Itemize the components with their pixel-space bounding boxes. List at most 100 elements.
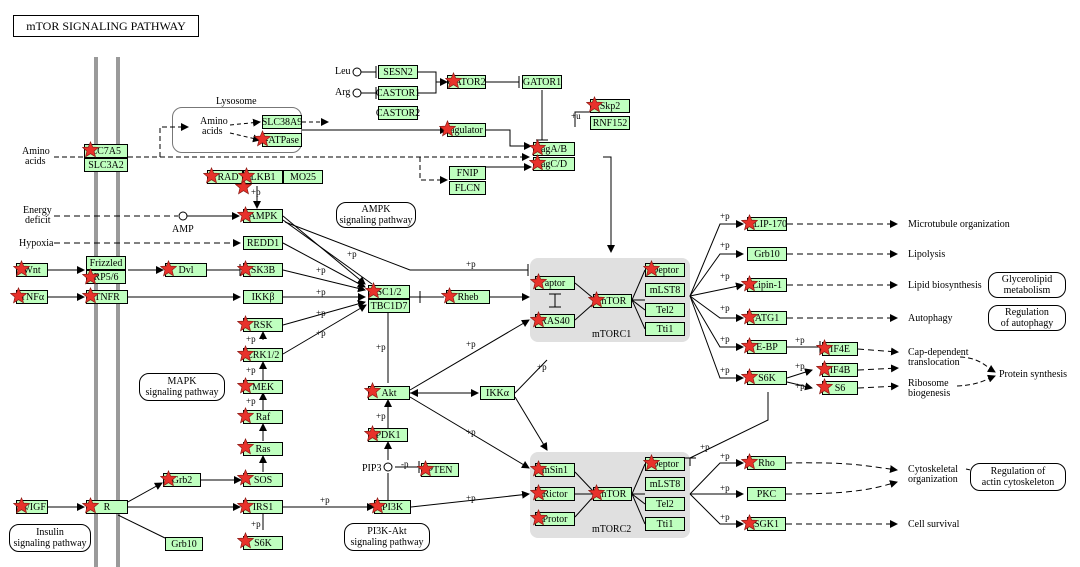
gene-flcn[interactable]: FLCN <box>449 181 486 195</box>
label-energy-1: Energy <box>23 205 52 216</box>
highlight-star-icon <box>237 407 254 424</box>
map-pi3k-line1: PI3K-Akt <box>367 526 407 537</box>
highlight-star-icon <box>237 260 254 277</box>
gene-redd1[interactable]: REDD1 <box>243 236 283 250</box>
highlight-star-icon <box>530 273 547 290</box>
label-cytoskeletal-2: organization <box>908 474 958 485</box>
gene-pkc[interactable]: PKC <box>747 487 786 501</box>
label-arg: Arg <box>335 87 351 98</box>
gene-mlst8-c2[interactable]: mLST8 <box>645 477 685 491</box>
mod-p-akt-rictor: +p <box>466 427 476 437</box>
highlight-star-icon <box>237 438 254 455</box>
gene-sos[interactable]: SOS <box>243 473 283 487</box>
gene-castor2[interactable]: CASTOR2 <box>375 106 421 120</box>
mod-p-ikkb: +p <box>316 287 326 297</box>
label-amino-acids-inner-1: Amino <box>200 116 228 127</box>
label-autophagy: Autophagy <box>908 313 953 324</box>
page-title: mTOR SIGNALING PATHWAY <box>13 15 199 37</box>
gene-gator1[interactable]: GATOR1 <box>522 75 562 89</box>
label-amino-acids-2: acids <box>25 156 46 167</box>
highlight-star-icon <box>82 141 99 158</box>
highlight-star-icon <box>237 532 254 549</box>
gene-fnip[interactable]: FNIP <box>449 166 486 180</box>
map-glycero-line2: metabolism <box>1003 285 1051 296</box>
gene-mlst8-c1[interactable]: mLST8 <box>645 283 685 297</box>
label-cytoskeletal-1: Cytoskeletal <box>908 464 958 475</box>
gene-mo25[interactable]: MO25 <box>283 170 323 184</box>
gene-slc38a9[interactable]: SLC38A9 <box>261 115 303 129</box>
map-pi3k-line2: signaling pathway <box>350 537 424 548</box>
mod-p-atg1: +p <box>720 303 730 313</box>
highlight-star-icon <box>588 291 605 308</box>
gene-tti1-c1[interactable]: Tti1 <box>645 322 685 336</box>
highlight-star-icon <box>741 308 758 325</box>
gene-sesn2[interactable]: SESN2 <box>378 65 418 79</box>
mod-p-s6k-irs1: +p <box>251 519 261 529</box>
label-lysosome: Lysosome <box>216 96 257 107</box>
highlight-star-icon <box>237 345 254 362</box>
highlight-star-icon <box>82 287 99 304</box>
highlight-star-icon <box>445 72 462 89</box>
highlight-star-icon <box>238 167 255 184</box>
gene-slc3a2[interactable]: SLC3A2 <box>84 158 128 172</box>
highlight-star-icon <box>82 497 99 514</box>
label-cap-dependent-2: translocation <box>908 357 960 368</box>
highlight-star-icon <box>741 368 758 385</box>
highlight-star-icon <box>816 360 833 377</box>
gene-rnf152[interactable]: RNF152 <box>590 116 630 130</box>
gene-tti1-c2[interactable]: Tti1 <box>645 517 685 531</box>
gene-frizzled[interactable]: Frizzled <box>86 256 126 270</box>
highlight-star-icon <box>643 260 660 277</box>
label-protein-synthesis: Protein synthesis <box>999 369 1068 380</box>
highlight-star-icon <box>529 139 546 156</box>
gene-grb10-upstream[interactable]: Grb10 <box>165 537 203 551</box>
highlight-star-icon <box>586 96 603 113</box>
highlight-star-icon <box>529 154 546 171</box>
mod-p-ikka: +p <box>537 362 547 372</box>
label-cell-survival: Cell survival <box>908 519 960 530</box>
map-regact-line1: Regulation of <box>990 466 1046 477</box>
highlight-star-icon <box>364 382 381 399</box>
highlight-star-icon <box>235 178 252 195</box>
highlight-star-icon <box>741 275 758 292</box>
map-insulin-line1: Insulin <box>36 527 64 538</box>
mod-p-rho: +p <box>720 451 730 461</box>
mod-p-raf: +p <box>246 396 256 406</box>
mod-p-erk-rsk: +p <box>246 334 256 344</box>
map-insulin-line2: signaling pathway <box>13 538 87 549</box>
highlight-star-icon <box>417 460 434 477</box>
highlight-star-icon <box>643 454 660 471</box>
membrane-line-outer <box>94 57 98 567</box>
highlight-star-icon <box>82 268 99 285</box>
mod-p-clip170: +p <box>720 211 730 221</box>
highlight-star-icon <box>741 453 758 470</box>
mod-p-rsk: +p <box>316 308 326 318</box>
mod-p-grb10: +p <box>720 240 730 250</box>
highlight-star-icon <box>237 315 254 332</box>
gene-grb10-downstream[interactable]: Grb10 <box>747 247 787 261</box>
gene-castor1[interactable]: CASTOR1 <box>375 86 421 100</box>
mod-p-4ebp: +p <box>720 334 730 344</box>
mod-p-gsk3b: +p <box>316 265 326 275</box>
label-ribosome-2: biogenesis <box>908 388 951 399</box>
highlight-star-icon <box>816 378 833 395</box>
gene-ikkb[interactable]: IKKβ <box>243 290 283 304</box>
gene-tel2-c2[interactable]: Tel2 <box>645 497 685 511</box>
membrane-line-inner <box>116 57 120 567</box>
map-ampk-line2: signaling pathway <box>339 215 413 226</box>
gene-tel2-c1[interactable]: Tel2 <box>645 303 685 317</box>
highlight-star-icon <box>237 497 254 514</box>
lysosome-outline <box>172 107 302 153</box>
label-mtorc1: mTORC1 <box>592 329 632 340</box>
label-energy-2: deficit <box>25 215 51 226</box>
gene-ikka[interactable]: IKKα <box>480 386 515 400</box>
gene-tbc1d7[interactable]: TBC1D7 <box>368 299 410 313</box>
